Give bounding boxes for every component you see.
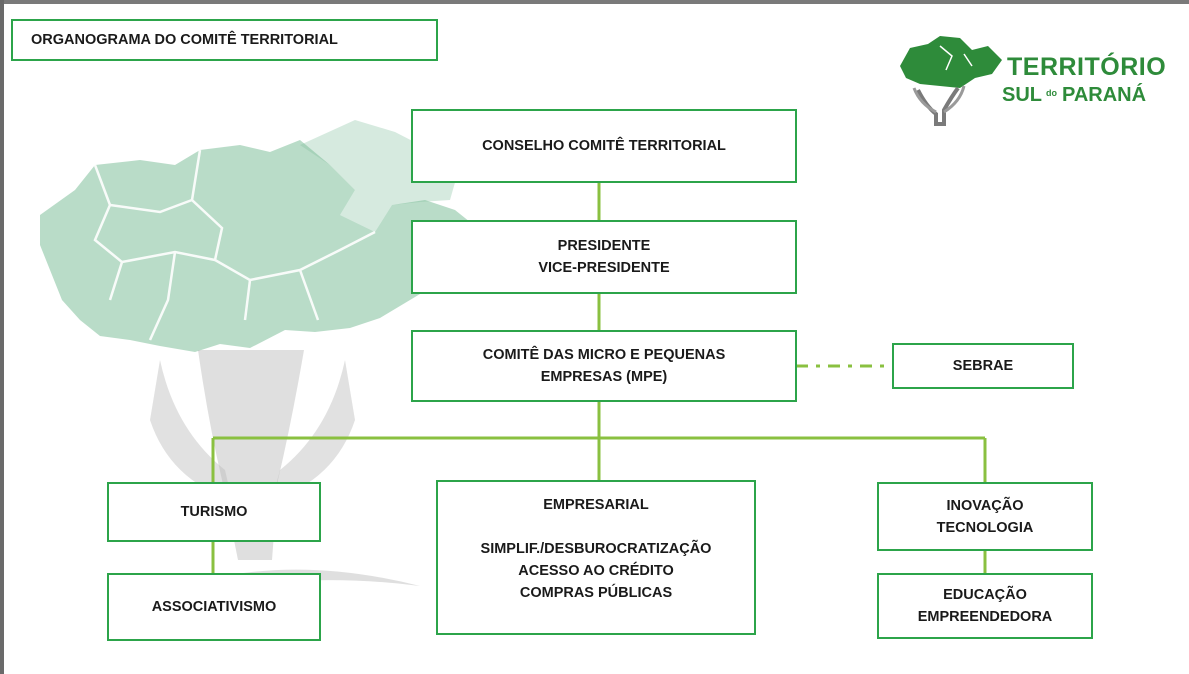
diagram-title: ORGANOGRAMA DO COMITÊ TERRITORIAL xyxy=(11,19,438,61)
territorio-logo-icon xyxy=(900,36,1002,126)
logo-line2-sul: SUL xyxy=(1002,84,1042,106)
node-comite-mpe-line1: COMITÊ DAS MICRO E PEQUENAS xyxy=(482,347,726,363)
node-associativismo-label: ASSOCIATIVISMO xyxy=(151,599,277,615)
node-inovacao-line2: TECNOLOGIA xyxy=(936,519,1034,536)
logo-line2-do: do xyxy=(1046,88,1057,98)
title-text: ORGANOGRAMA DO COMITÊ TERRITORIAL xyxy=(31,32,338,48)
node-turismo-label: TURISMO xyxy=(180,504,248,520)
node-inovacao-line1: INOVAÇÃO xyxy=(946,497,1024,514)
node-empresarial-item-2: ACESSO AO CRÉDITO xyxy=(518,563,674,579)
node-educacao-line2: EMPREENDEDORA xyxy=(917,609,1053,625)
node-inovacao: INOVAÇÃO TECNOLOGIA xyxy=(877,482,1093,551)
node-turismo: TURISMO xyxy=(107,482,321,542)
node-educacao-line1: EDUCAÇÃO xyxy=(943,587,1027,603)
node-presidente-line2: VICE-PRESIDENTE xyxy=(538,260,670,276)
node-conselho: CONSELHO COMITÊ TERRITORIAL xyxy=(411,109,797,183)
node-empresarial-item-1: SIMPLIF./DESBUROCRATIZAÇÃO xyxy=(480,541,712,557)
node-sebrae: SEBRAE xyxy=(892,343,1074,389)
node-presidente-line1: PRESIDENTE xyxy=(557,238,651,254)
node-educacao: EDUCAÇÃO EMPREENDEDORA xyxy=(877,573,1093,639)
frame-left-border xyxy=(0,0,4,674)
node-conselho-label: CONSELHO COMITÊ TERRITORIAL xyxy=(482,138,726,154)
node-comite-mpe-line2: EMPRESAS (MPE) xyxy=(540,369,668,385)
node-comite-mpe: COMITÊ DAS MICRO E PEQUENAS EMPRESAS (MP… xyxy=(411,330,797,402)
node-empresarial-item-3: COMPRAS PÚBLICAS xyxy=(519,585,673,601)
node-presidente: PRESIDENTE VICE-PRESIDENTE xyxy=(411,220,797,294)
logo-line2-parana: PARANÁ xyxy=(1062,84,1147,106)
node-sebrae-label: SEBRAE xyxy=(952,358,1014,374)
node-empresarial: EMPRESARIAL SIMPLIF./DESBUROCRATIZAÇÃO A… xyxy=(436,480,756,635)
node-associativismo: ASSOCIATIVISMO xyxy=(107,573,321,641)
logo-line1: TERRITÓRIO xyxy=(1007,53,1167,81)
node-empresarial-heading: EMPRESARIAL xyxy=(543,497,649,513)
frame-top-border xyxy=(0,0,1189,4)
